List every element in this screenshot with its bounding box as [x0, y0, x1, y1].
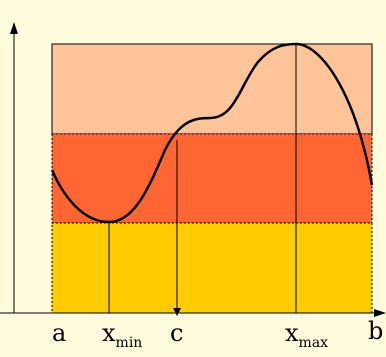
label-x-max: xmax	[285, 319, 328, 351]
bottom-band	[51, 222, 373, 314]
function-curve	[50, 42, 374, 224]
label-b: b	[368, 317, 383, 345]
top-band	[51, 43, 373, 135]
middle-band	[51, 133, 373, 224]
x-axis-arrowhead	[374, 309, 386, 317]
y-axis-arrowhead	[10, 22, 18, 34]
c-arrowhead	[173, 308, 181, 316]
label-a: a	[52, 319, 66, 347]
label-x-min-sub: min	[116, 335, 143, 351]
label-x-max-sub: max	[299, 335, 329, 351]
label-c: c	[170, 319, 183, 347]
label-x-min: xmin	[102, 319, 142, 351]
